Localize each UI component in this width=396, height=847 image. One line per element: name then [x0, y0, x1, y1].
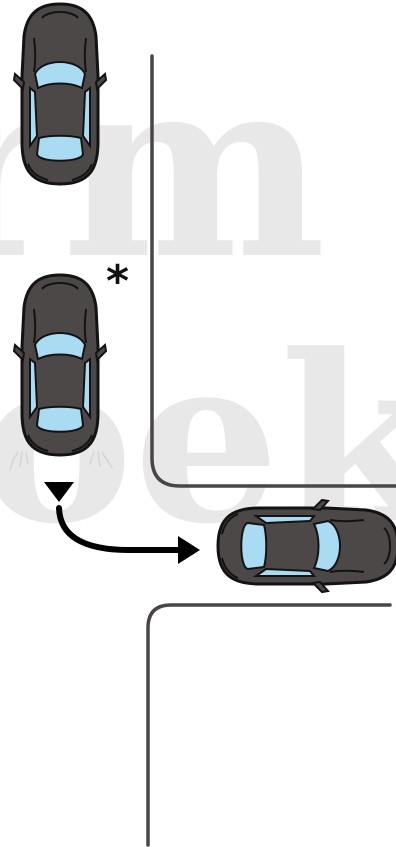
wheel-spray: [9, 451, 113, 471]
star-marker-icon: *: [106, 256, 129, 307]
curved-arrow-icon: [56, 505, 200, 564]
road-edges: [146, 54, 396, 847]
cross-street-car-icon: [216, 498, 396, 594]
parked-car-icon: [12, 2, 108, 186]
road-edge-upper-corner: [150, 54, 396, 488]
turning-car-icon: [12, 273, 108, 457]
road-edge-lower-corner: [146, 603, 392, 847]
triangle-marker-icon: [44, 482, 74, 502]
